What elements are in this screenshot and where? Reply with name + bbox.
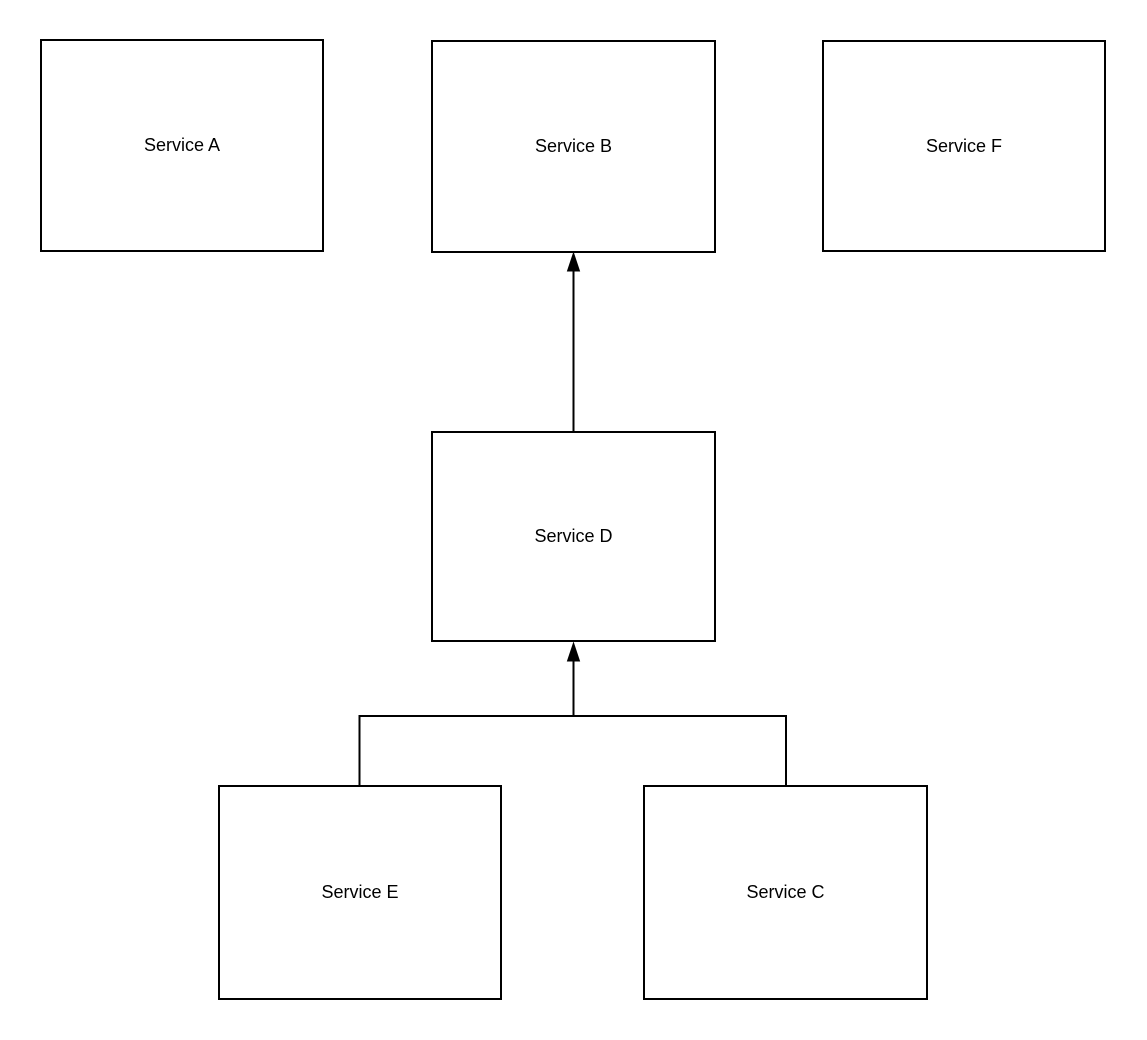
node-service-d[interactable]: Service D: [431, 431, 716, 642]
node-service-a[interactable]: Service A: [40, 39, 324, 252]
node-service-e-label: Service E: [321, 882, 399, 902]
edge-d-to-b-arrowhead-icon: [566, 251, 581, 272]
node-service-a-label: Service A: [143, 135, 221, 155]
edge-e-c-tree-connector[interactable]: [358, 715, 787, 785]
node-service-c[interactable]: Service C: [643, 785, 928, 1000]
node-service-f[interactable]: Service F: [822, 40, 1106, 252]
node-service-e[interactable]: Service E: [218, 785, 502, 1000]
node-service-c-label: Service C: [746, 882, 825, 902]
node-service-b-label: Service B: [534, 136, 613, 156]
node-service-b[interactable]: Service B: [431, 40, 716, 253]
edge-tree-to-d-arrowhead-icon: [566, 641, 581, 662]
node-service-f-label: Service F: [925, 135, 1003, 156]
node-service-d-label: Service D: [534, 526, 613, 546]
